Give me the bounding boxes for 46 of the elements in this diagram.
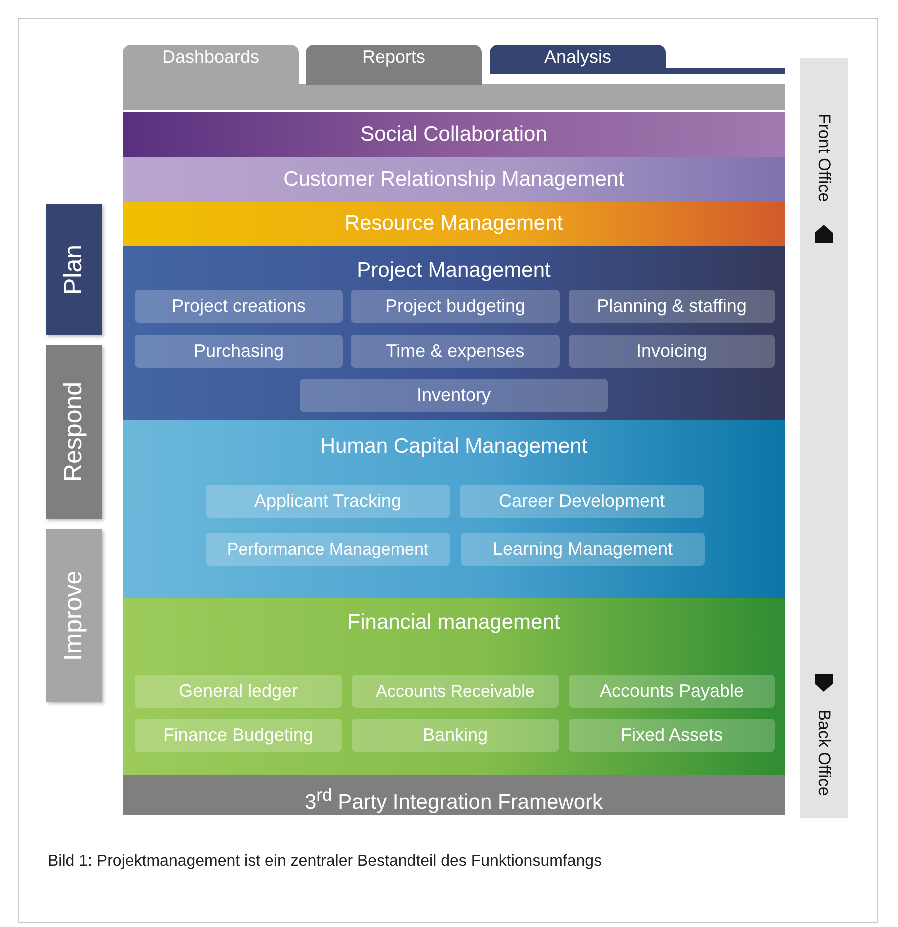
office-bar	[800, 58, 848, 818]
function-box: Accounts Receivable	[352, 675, 559, 708]
function-box: Invoicing	[569, 335, 775, 368]
office-label: Front Office	[814, 114, 834, 202]
function-box: Purchasing	[135, 335, 343, 368]
function-box: Planning & staffing	[569, 290, 775, 323]
module-band	[123, 202, 785, 246]
phase-text: Respond	[60, 382, 88, 482]
module-band	[123, 246, 785, 420]
function-box: Time & expenses	[351, 335, 560, 368]
phase-label	[46, 345, 102, 519]
caption: Bild 1: Projektmanagement ist ein zentraler Bestandteil des Funktionsumfangs	[48, 852, 604, 872]
phase-text: Improve	[60, 570, 88, 661]
module-band	[123, 775, 785, 815]
module-band	[123, 157, 785, 202]
function-box: Learning Management	[461, 533, 705, 566]
phase-label	[46, 204, 102, 335]
module-title: Project Management	[356, 258, 552, 284]
function-box: Performance Management	[206, 533, 450, 566]
office-label: Back Office	[814, 710, 834, 796]
function-box: General ledger	[135, 675, 342, 708]
module-band	[123, 598, 785, 775]
function-box: Finance Budgeting	[135, 719, 342, 752]
function-box: Career Development	[460, 485, 704, 518]
module-title: 3$^{rd}$ Party Integration Framework	[304, 784, 604, 816]
module-title: Financial management	[346, 610, 562, 636]
function-box: Banking	[352, 719, 559, 752]
tab-label: Reports	[361, 47, 427, 68]
function-box: Fixed Assets	[569, 719, 775, 752]
module-band	[123, 112, 785, 157]
phase-label	[46, 529, 102, 702]
tab-label: Analysis	[543, 47, 613, 68]
tab-label: Dashboards	[161, 47, 261, 68]
module-title: Resource Management	[344, 211, 564, 237]
function-box: Inventory	[300, 379, 608, 412]
function-box: Accounts Payable	[569, 675, 775, 708]
module-band	[123, 420, 785, 598]
function-box: Applicant Tracking	[206, 485, 450, 518]
function-box: Project creations	[135, 290, 343, 323]
module-title: Customer Relationship Management	[282, 166, 626, 192]
tab	[490, 45, 666, 70]
tab	[306, 45, 482, 85]
phase-text: Plan	[60, 244, 88, 295]
function-box: Project budgeting	[351, 290, 560, 323]
module-title: Social Collaboration	[360, 122, 548, 148]
module-title: Human Capital Management	[319, 434, 589, 460]
